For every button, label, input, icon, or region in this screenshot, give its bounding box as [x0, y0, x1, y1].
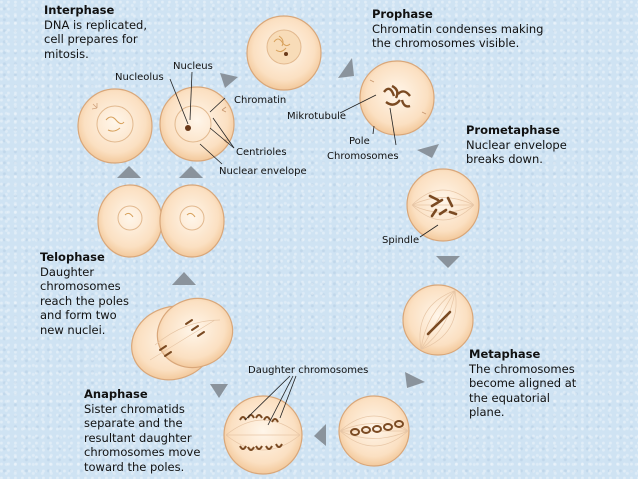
cell-anaphase: [223, 395, 303, 475]
stage-interphase-desc: DNA is replicated, cell prepares for mit…: [44, 17, 147, 61]
arrow-7: [210, 384, 228, 398]
label-chromosomes: Chromosomes: [327, 151, 399, 162]
cell-interphase-labeled: [159, 86, 235, 162]
arrow-2: [338, 58, 354, 78]
label-nuclear-envelope: Nuclear envelope: [219, 166, 307, 177]
stage-prometaphase: Prometaphase Nuclear envelope breaks dow…: [466, 123, 567, 167]
leader-lines: [169, 71, 439, 426]
cell-prometaphase: [406, 168, 480, 242]
label-mikrotubule: Mikrotubule: [287, 111, 346, 122]
stage-prophase-desc: Chromatin condenses making the chromosom…: [372, 21, 544, 51]
stage-metaphase-desc: The chromosomes become aligned at the eq…: [469, 361, 577, 420]
stage-telophase-desc: Daughter chromosomes reach the poles and…: [40, 264, 129, 337]
label-nucleolus: Nucleolus: [115, 72, 164, 83]
stage-telophase: Telophase Daughter chromosomes reach the…: [40, 250, 129, 337]
cell-interphase: [246, 15, 322, 91]
label-nucleus: Nucleus: [173, 61, 213, 72]
arrow-8: [172, 272, 196, 285]
stage-metaphase: Metaphase The chromosomes become aligned…: [469, 347, 576, 420]
label-pole: Pole: [349, 136, 370, 147]
stage-prophase-title: Prophase: [372, 7, 433, 21]
cycle-arrows: [117, 58, 460, 446]
structure-labels: Nucleus Nucleolus Chromatin Centrioles N…: [115, 61, 419, 376]
stage-interphase: Interphase DNA is replicated, cell prepa…: [44, 3, 147, 61]
stage-telophase-title: Telophase: [40, 250, 105, 264]
cell-interphase-left: [77, 88, 153, 164]
cell-telophase-elongated: [131, 297, 234, 381]
arrow-9: [117, 166, 141, 178]
stage-anaphase-desc: Sister chromatids separate and the resul…: [84, 401, 201, 474]
stage-anaphase-title: Anaphase: [84, 387, 148, 401]
stage-anaphase: Anaphase Sister chromatids separate and …: [84, 387, 200, 474]
label-chromatin: Chromatin: [234, 95, 286, 106]
stage-prophase: Prophase Chromatin condenses making the …: [372, 7, 543, 51]
cell-metaphase: [402, 284, 474, 356]
cell-prophase: [359, 60, 435, 136]
label-spindle: Spindle: [382, 235, 419, 246]
arrow-6: [314, 424, 326, 446]
stage-interphase-title: Interphase: [44, 3, 115, 17]
arrow-5: [405, 372, 425, 388]
cell-anaphase-early: [338, 395, 410, 467]
arrow-3: [417, 144, 439, 158]
cell-telophase-daughters: [97, 184, 225, 258]
label-daughter-chromosomes: Daughter chromosomes: [248, 365, 368, 376]
arrow-10: [179, 166, 203, 178]
stage-prometaphase-desc: Nuclear envelope breaks down.: [466, 137, 567, 167]
stage-prometaphase-title: Prometaphase: [466, 123, 560, 137]
arrow-4: [436, 256, 460, 268]
arrow-1: [220, 73, 238, 88]
label-centrioles: Centrioles: [236, 147, 287, 158]
stage-metaphase-title: Metaphase: [469, 347, 541, 361]
